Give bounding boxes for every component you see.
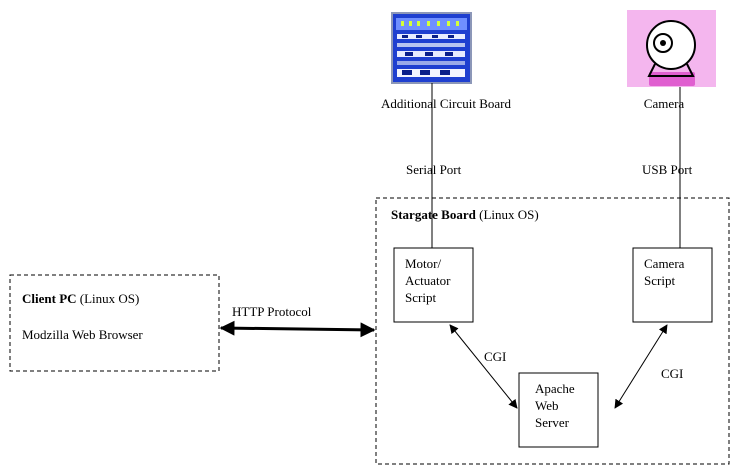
apache-server-line: Apache xyxy=(535,381,575,396)
http-protocol-label: HTTP Protocol xyxy=(232,304,312,319)
apache-server-label: Apache Web Server xyxy=(535,381,578,430)
apache-server-line: Web xyxy=(535,398,559,413)
serial-port-label: Serial Port xyxy=(406,162,462,177)
webcam-icon xyxy=(627,10,716,87)
motor-script-line: Actuator xyxy=(405,273,451,288)
motor-script-line: Script xyxy=(405,290,436,305)
cgi-arrow-right xyxy=(614,324,668,409)
client-pc-title-os: (Linux OS) xyxy=(77,291,140,306)
client-pc-container xyxy=(9,274,220,372)
http-protocol-arrow xyxy=(219,320,376,338)
stargate-board-container xyxy=(375,197,730,465)
camera-label: Camera xyxy=(644,96,685,111)
circuit-board-icon xyxy=(391,12,472,84)
cgi-left-label: CGI xyxy=(484,349,506,364)
circuit-board-label: Additional Circuit Board xyxy=(381,96,511,111)
motor-script-label: Motor/ Actuator Script xyxy=(405,256,454,305)
stargate-board-title: Stargate Board (Linux OS) xyxy=(391,207,539,222)
motor-script-box xyxy=(393,247,474,323)
motor-script-line: Motor/ xyxy=(405,256,442,271)
camera-script-line: Camera xyxy=(644,256,685,271)
client-browser-label: Modzilla Web Browser xyxy=(22,327,143,342)
camera-script-box xyxy=(632,247,713,323)
client-pc-title-bold: Client PC xyxy=(22,291,77,306)
cgi-arrow-left xyxy=(449,324,518,409)
cgi-right-label: CGI xyxy=(661,366,683,381)
apache-server-line: Server xyxy=(535,415,570,430)
stargate-board-title-bold: Stargate Board xyxy=(391,207,477,222)
camera-script-label: Camera Script xyxy=(644,256,688,288)
camera-script-line: Script xyxy=(644,273,675,288)
client-pc-title: Client PC (Linux OS) xyxy=(22,291,139,306)
usb-port-label: USB Port xyxy=(642,162,693,177)
stargate-board-title-os: (Linux OS) xyxy=(476,207,539,222)
apache-server-box xyxy=(518,372,599,448)
